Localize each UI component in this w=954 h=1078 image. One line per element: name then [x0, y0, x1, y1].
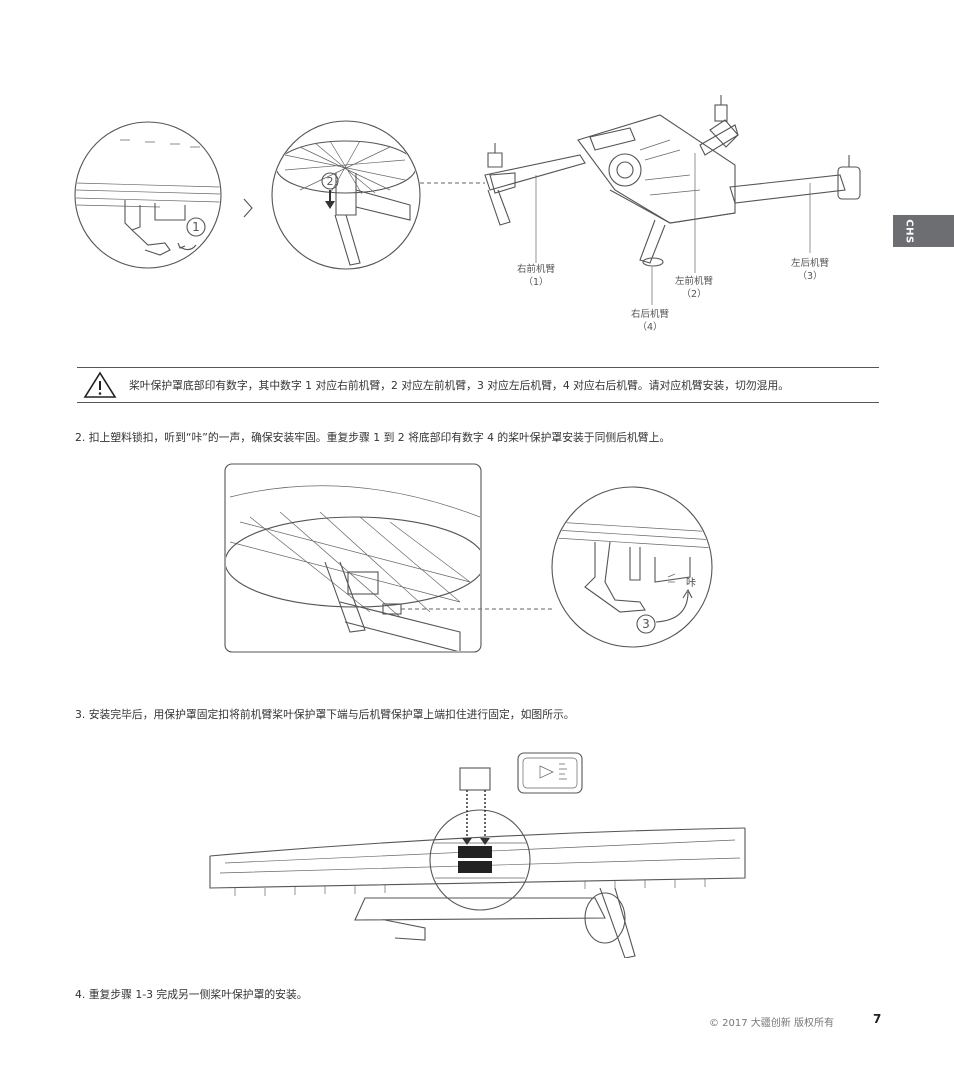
arm-label-left-front: 左前机臂（2）	[674, 276, 713, 300]
figure-guard-install: 1 2	[70, 95, 890, 340]
copyright-text: © 2017 大疆创新 版权所有	[709, 1018, 834, 1029]
figure-clip-fixing	[205, 748, 755, 958]
step-2-text: 2. 扣上塑料锁扣，听到“咔”的一声，确保安装牢固。重复步骤 1 到 2 将底部…	[75, 431, 671, 444]
step-1-marker: 1	[192, 220, 200, 234]
page-number: 7	[873, 1012, 882, 1026]
warning-note: 桨叶保护罩底部印有数字，其中数字 1 对应右前机臂，2 对应左前机臂，3 对应左…	[77, 367, 879, 403]
warning-icon	[83, 371, 117, 398]
language-tab: CHS	[893, 215, 954, 247]
figure-buckle-lock: 3	[220, 462, 720, 672]
warning-text: 桨叶保护罩底部印有数字，其中数字 1 对应右前机臂，2 对应左前机臂，3 对应左…	[129, 379, 790, 392]
step-3-text: 3. 安装完毕后，用保护罩固定扣将前机臂桨叶保护罩下端与后机臂保护罩上端扣住进行…	[75, 708, 575, 721]
step-4-text: 4. 重复步骤 1-3 完成另一侧桨叶保护罩的安装。	[75, 988, 308, 1001]
arm-label-right-front: 右前机臂（1）	[516, 264, 555, 288]
step-2-marker: 2	[327, 175, 334, 188]
svg-text:3: 3	[642, 617, 650, 631]
arm-label-left-rear: 左后机臂（3）	[790, 258, 829, 282]
arm-label-right-rear: 右后机臂（4）	[630, 309, 669, 333]
click-sound-label: 咔	[686, 578, 696, 589]
